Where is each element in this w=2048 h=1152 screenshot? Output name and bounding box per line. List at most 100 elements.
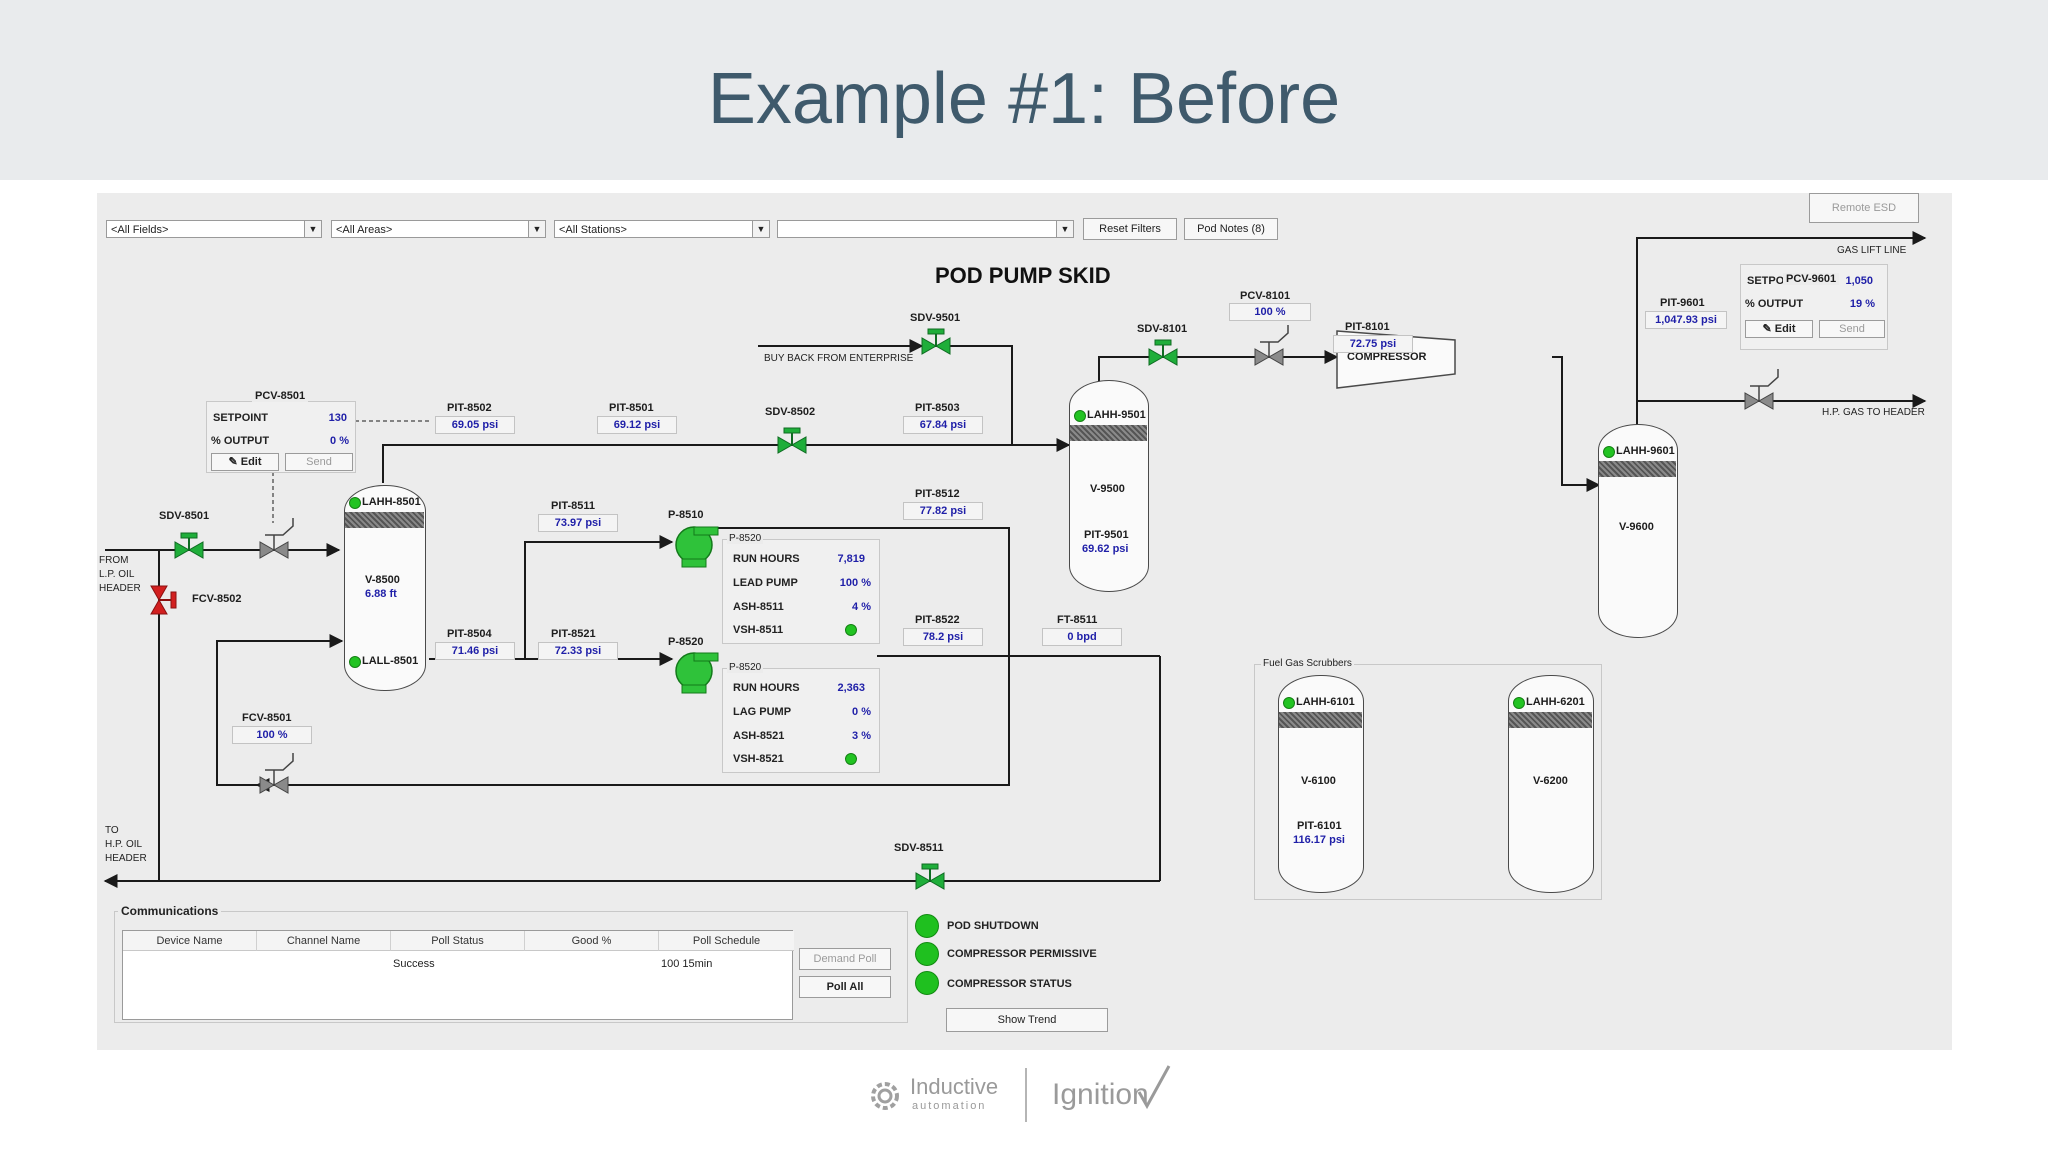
footer-brand-inductive-sub: automation: [912, 1100, 987, 1112]
valve-pcv9601-icon: [1744, 369, 1779, 410]
pit8512-tag: PIT-8512: [915, 488, 960, 500]
pit8504-tag: PIT-8504: [447, 628, 492, 640]
valve-sdv9501-icon: [921, 328, 951, 355]
p8510-vsh-label: VSH-8511: [733, 624, 784, 636]
reset-filters-button[interactable]: Reset Filters: [1083, 218, 1177, 240]
sdv8501-tag: SDV-8501: [159, 510, 210, 522]
show-trend-button[interactable]: Show Trend: [946, 1008, 1108, 1032]
pit8501-tag: PIT-8501: [609, 402, 654, 414]
p8520-vsh-label: VSH-8521: [733, 753, 784, 765]
fuel-gas-scrubbers-group: Fuel Gas Scrubbers: [1254, 658, 1602, 900]
vessel-v8500[interactable]: LAHH-8501 V-8500 6.88 ft LALL-8501: [344, 485, 426, 691]
p8520-ash-label: ASH-8521: [733, 730, 785, 742]
areas-filter-dropdown[interactable]: <All Areas> ▼: [331, 220, 546, 238]
pcv8501-send-button[interactable]: Send: [285, 453, 353, 471]
fcv8502-tag: FCV-8502: [192, 593, 242, 605]
pcv9601-tag: PCV-9601: [1783, 273, 1840, 285]
lahh6201-tag: LAHH-6201: [1526, 696, 1585, 708]
chevron-down-icon: ▼: [752, 221, 769, 237]
lahh8501-tag: LAHH-8501: [362, 496, 421, 508]
pit9601-value: 1,047.93 psi: [1645, 311, 1727, 329]
pit8522-tag: PIT-8522: [915, 614, 960, 626]
fcv8501-tag: FCV-8501: [242, 712, 292, 724]
footer-logos: Inductive automation Ignition: [860, 1062, 1190, 1128]
vessel-v9600[interactable]: LAHH-9601 V-9600: [1598, 424, 1678, 638]
lall8501-indicator: [349, 656, 361, 668]
fields-filter-value: <All Fields>: [111, 224, 169, 236]
communications-table[interactable]: Device Name Channel Name Poll Status Goo…: [122, 930, 794, 1020]
pit9601-tag: PIT-9601: [1660, 297, 1705, 309]
pump-p8520-panel-title: P-8520: [727, 662, 764, 673]
lahh9601-indicator: [1603, 446, 1615, 458]
pcv8501-tag: PCV-8501: [252, 390, 309, 402]
stations-filter-dropdown[interactable]: <All Stations> ▼: [554, 220, 770, 238]
pit8503-tag: PIT-8503: [915, 402, 960, 414]
valve-pcv8101-icon: [1254, 325, 1289, 366]
pit8511-value: 73.97 psi: [538, 514, 618, 532]
vessel-v6100[interactable]: LAHH-6101 V-6100 PIT-6101 116.17 psi: [1278, 675, 1364, 893]
pump-p8520-panel: P-8520 RUN HOURS 2,363 LAG PUMP 0 % ASH-…: [722, 662, 880, 773]
col-channel-name[interactable]: Channel Name: [257, 931, 391, 951]
pit8512-value: 77.82 psi: [903, 502, 983, 520]
lahh9601-tag: LAHH-9601: [1616, 445, 1675, 457]
p8510-vsh-indicator: [845, 624, 857, 636]
chevron-down-icon: ▼: [528, 221, 545, 237]
pcv8501-output-label: % OUTPUT: [211, 435, 270, 447]
pump-p8520-tag: P-8520: [668, 636, 704, 648]
col-device-name[interactable]: Device Name: [123, 931, 257, 951]
col-poll-status[interactable]: Poll Status: [391, 931, 525, 951]
extra-filter-dropdown[interactable]: ▼: [777, 220, 1074, 238]
demand-poll-button[interactable]: Demand Poll: [799, 948, 891, 970]
stations-filter-value: <All Stations>: [559, 224, 627, 236]
areas-filter-value: <All Areas>: [336, 224, 393, 236]
gas-lift-line-label: GAS LIFT LINE: [1837, 245, 1907, 256]
footer-brand-ignition: Ignition: [1052, 1078, 1149, 1111]
pcv9601-send-button[interactable]: Send: [1819, 320, 1885, 338]
to-hp-label-3: HEADER: [105, 853, 147, 864]
pit8511-tag: PIT-8511: [551, 500, 596, 512]
compressor-permissive-indicator: [915, 942, 939, 966]
pit8501-value: 69.12 psi: [597, 416, 677, 434]
p8520-ash-value: 3 %: [852, 730, 871, 742]
pcv9601-edit-button[interactable]: ✎ Edit: [1745, 320, 1813, 338]
valve-sdv8502-icon: [777, 427, 807, 454]
p8520-run-hours-value: 2,363: [837, 682, 865, 694]
col-good-percent[interactable]: Good %: [525, 931, 659, 951]
p8520-vsh-indicator: [845, 753, 857, 765]
pit9501-value: 69.62 psi: [1082, 543, 1129, 555]
pit8504-value: 71.46 psi: [435, 642, 515, 660]
from-lp-label-2: L.P. OIL: [99, 569, 135, 580]
pcv9601-edit-label: Edit: [1774, 323, 1796, 335]
slide-header: [0, 0, 2048, 180]
pit8521-tag: PIT-8521: [551, 628, 596, 640]
fuel-gas-scrubbers-label: Fuel Gas Scrubbers: [1261, 658, 1354, 669]
col-poll-schedule[interactable]: Poll Schedule: [659, 931, 794, 951]
lahh6201-indicator: [1513, 697, 1525, 709]
fields-filter-dropdown[interactable]: <All Fields> ▼: [106, 220, 322, 238]
edit-icon: ✎: [228, 456, 241, 468]
chevron-down-icon: ▼: [1056, 221, 1073, 237]
chevron-down-icon: ▼: [304, 221, 321, 237]
vessel-v9500[interactable]: LAHH-9501 V-9500 PIT-9501 69.62 psi: [1069, 380, 1149, 592]
screen-title: POD PUMP SKID: [935, 263, 1111, 288]
remote-esd-button[interactable]: Remote ESD: [1809, 193, 1919, 223]
sdv8502-tag: SDV-8502: [765, 406, 816, 418]
pit8101-tag: PIT-8101: [1345, 321, 1390, 333]
checkmark-icon: [1137, 1065, 1171, 1110]
pcv9601-output-value: 19 %: [1849, 298, 1875, 310]
poll-all-button[interactable]: Poll All: [799, 976, 891, 998]
lahh9501-indicator: [1074, 410, 1086, 422]
pod-notes-button[interactable]: Pod Notes (8): [1184, 218, 1278, 240]
lahh8501-indicator: [349, 497, 361, 509]
p8520-run-hours-label: RUN HOURS: [733, 682, 800, 694]
pit8101-value: 72.75 psi: [1333, 335, 1413, 353]
valve-fcv8502-icon: [150, 585, 177, 615]
vessel-v6200[interactable]: LAHH-6201 V-6200: [1508, 675, 1594, 893]
communications-title: Communications: [118, 904, 222, 918]
v9600-demister: [1599, 461, 1676, 477]
v9500-demister: [1070, 425, 1147, 441]
table-row-status: Success: [393, 958, 435, 970]
p8510-ash-value: 4 %: [852, 601, 871, 613]
pcv8501-edit-button[interactable]: ✎ Edit: [211, 453, 279, 471]
lall8501-tag: LALL-8501: [362, 655, 419, 667]
